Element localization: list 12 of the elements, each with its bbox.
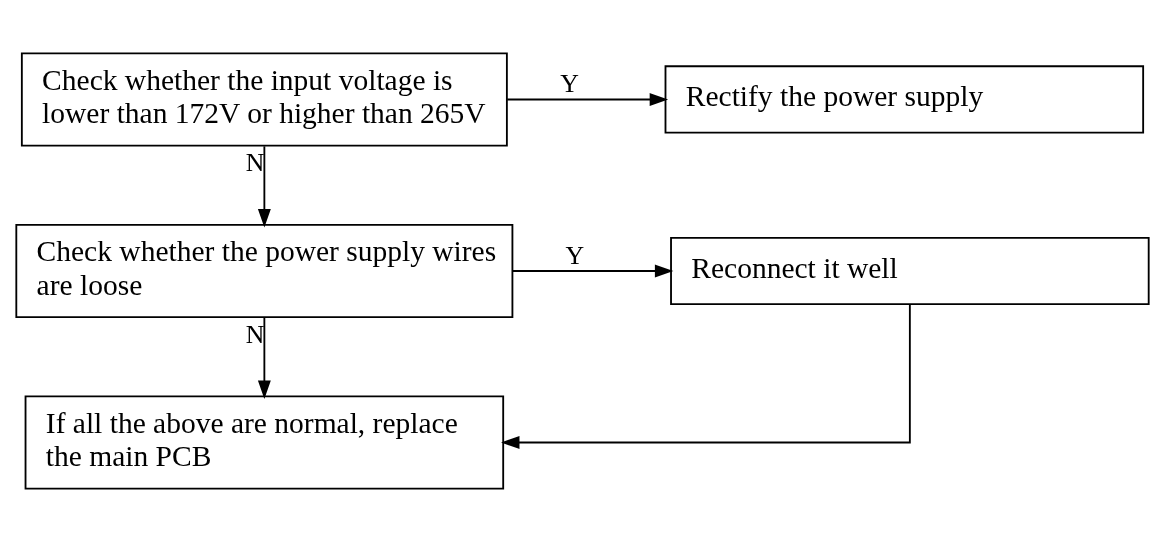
node-box: Reconnect it well — [670, 236, 1150, 306]
node-box: If all the above are normal, replace the main PCB — [24, 395, 505, 490]
arrow — [501, 303, 911, 449]
node-box: Check whether the power supply wires are loose — [15, 223, 514, 319]
edge-label: Y — [560, 69, 579, 99]
arrow — [506, 93, 669, 106]
node-box: Check whether the input voltage is lower than 172V or higher than 265V — [20, 52, 508, 147]
arrow — [257, 145, 271, 228]
edge-label: Y — [565, 240, 585, 270]
arrow — [511, 264, 674, 278]
node-box: Rectify the power supply — [664, 65, 1145, 134]
arrow — [257, 316, 271, 400]
